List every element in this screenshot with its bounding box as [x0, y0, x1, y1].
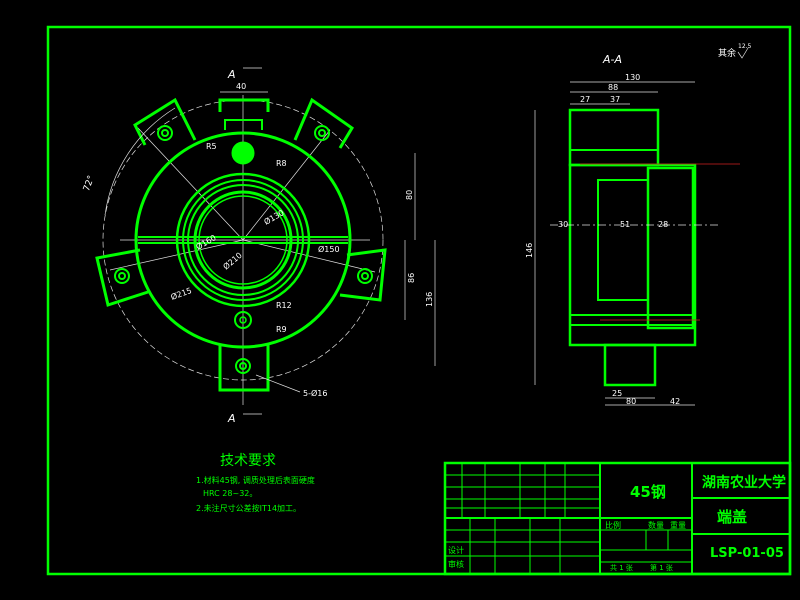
technical-notes: 技术要求 1.材料45钢, 调质处理后表面硬度 HRC 28~32。 2.未注尺… [196, 453, 315, 513]
title-block: 45钢 湖南农业大学 端盖 LSP-01-05 比例 数量 重量 设计 审核 共… [443, 461, 792, 576]
dim-86: 86 [407, 273, 416, 283]
dim-88: 88 [608, 83, 618, 92]
label-weight: 重量 [670, 520, 686, 530]
outer-flange [134, 131, 352, 349]
dim-25: 25 [612, 389, 622, 398]
section-title: A-A [602, 53, 622, 66]
dim-angle: 72° [82, 174, 97, 192]
lugs [95, 97, 387, 392]
dim-r9: R9 [276, 325, 287, 334]
oil-hole [231, 141, 255, 165]
dim-d210: Ø210 [221, 250, 244, 272]
section-view: A-A 130 88 27 37 146 30 51 28 25 [525, 53, 740, 406]
dim-d150: Ø150 [318, 244, 340, 254]
dim-40: 40 [236, 82, 246, 91]
notes-line1b: HRC 28~32。 [203, 489, 257, 498]
dim-r8: R8 [276, 159, 287, 168]
section-mark-top: A [227, 68, 236, 81]
label-designer: 设计 [448, 545, 464, 555]
drawing-number: LSP-01-05 [710, 546, 784, 561]
dim-146: 146 [525, 243, 534, 258]
notes-line2: 2.未注尺寸公差按IT14加工。 [196, 503, 301, 513]
dim-80b: 80 [626, 397, 636, 406]
dim-d215: Ø215 [169, 285, 193, 302]
dim-d130: Ø130 [262, 207, 286, 226]
front-view: 40 72° R5 R8 Ø130 Ø160 Ø210 Ø150 Ø215 R1… [82, 67, 436, 425]
label-checker: 审核 [448, 559, 464, 569]
dim-136: 136 [425, 292, 434, 307]
dim-holes: 5-Ø16 [303, 388, 327, 398]
label-ratio: 比例 [605, 520, 621, 530]
label-qty: 数量 [648, 520, 664, 530]
dim-42: 42 [670, 397, 680, 406]
dim-51: 51 [620, 220, 630, 229]
roughness-label: 其余 [718, 47, 736, 59]
lug-holes [114, 125, 373, 374]
section-mark-bottom: A [227, 412, 236, 425]
dim-27: 27 [580, 95, 590, 104]
sheet-total: 共 1 张 [610, 563, 633, 572]
bore [193, 190, 293, 290]
material: 45钢 [630, 483, 666, 501]
sheet-no: 第 1 张 [650, 563, 673, 572]
company: 湖南农业大学 [702, 474, 786, 491]
roughness-value: 12.5 [738, 43, 752, 50]
notes-line1: 1.材料45钢, 调质处理后表面硬度 [196, 475, 315, 485]
dim-30: 30 [558, 220, 568, 229]
dim-80: 80 [405, 190, 414, 200]
dim-28: 28 [658, 220, 668, 229]
notes-title: 技术要求 [220, 453, 276, 469]
dim-130: 130 [625, 73, 640, 82]
drawing-border [46, 25, 792, 576]
dim-d160: Ø160 [194, 232, 218, 251]
roughness-symbol [737, 47, 749, 59]
dim-37: 37 [610, 95, 620, 104]
part-name: 端盖 [717, 508, 747, 526]
dim-r5: R5 [206, 142, 217, 151]
dim-r12: R12 [276, 301, 292, 310]
